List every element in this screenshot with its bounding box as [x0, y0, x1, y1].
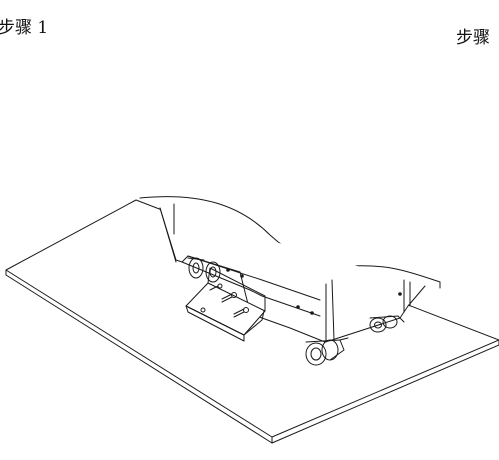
cabinet-fasteners — [227, 269, 402, 315]
caster-left-front — [206, 262, 220, 282]
caster-mid — [306, 338, 348, 365]
screw-2 — [234, 308, 249, 318]
screws — [210, 284, 249, 317]
screw-1 — [222, 293, 237, 303]
caster-left-back — [188, 258, 204, 278]
cabinet-body — [140, 197, 440, 342]
caster-right — [370, 316, 404, 332]
mounting-bracket — [186, 268, 265, 341]
step-1-label: 步骤 1 — [0, 18, 49, 38]
screw-3 — [210, 284, 222, 290]
caster-wheels — [188, 258, 404, 365]
step-2-label-cropped: 步骤 — [456, 28, 490, 48]
